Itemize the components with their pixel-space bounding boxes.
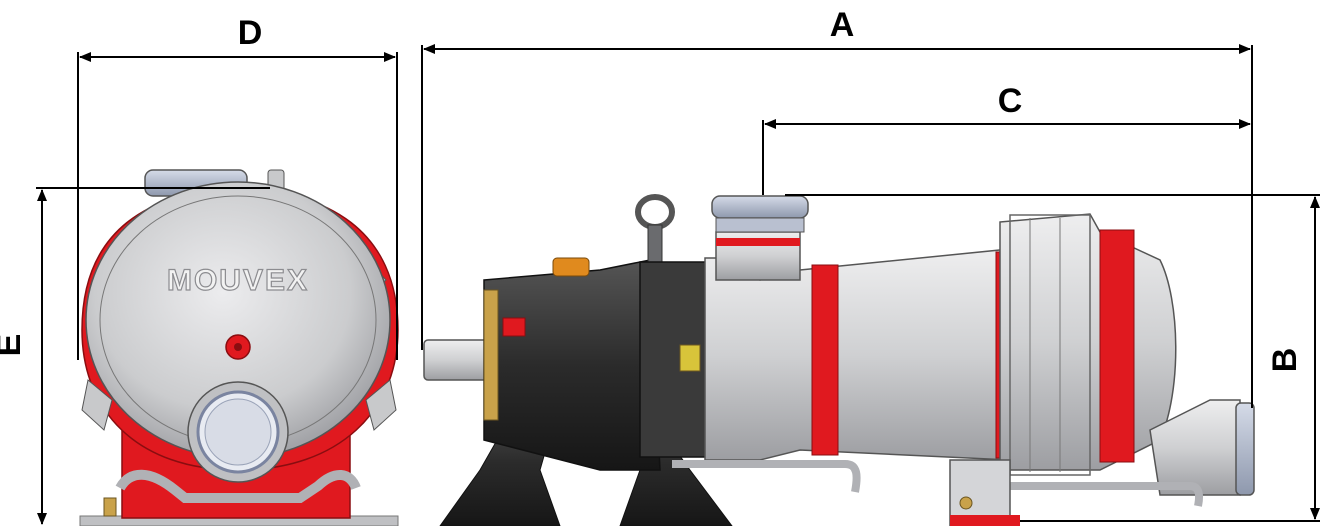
logo-text: MOUVEX — [167, 264, 309, 297]
outlet-flange — [711, 195, 809, 219]
side-view — [423, 194, 1255, 526]
end-view: MOUVEX — [79, 169, 399, 526]
dimension-label-b: B — [1266, 348, 1304, 373]
adapter-plate — [639, 261, 713, 458]
rear-cover — [999, 213, 1177, 471]
drain-line — [672, 460, 861, 493]
dimension-label-d: D — [238, 14, 263, 52]
red-band-1 — [811, 264, 839, 456]
dimension-lines — [36, 44, 1320, 525]
oil-cap — [552, 257, 590, 277]
pump-casing — [704, 249, 1011, 461]
drain-pipe — [115, 469, 361, 503]
dimension-label-e: E — [0, 334, 28, 357]
dimension-label-a: A — [830, 6, 855, 44]
lifting-eye — [635, 194, 675, 230]
bearing-housing — [483, 259, 661, 471]
dimension-label-c: C — [998, 82, 1023, 120]
drive-shaft — [423, 339, 491, 381]
